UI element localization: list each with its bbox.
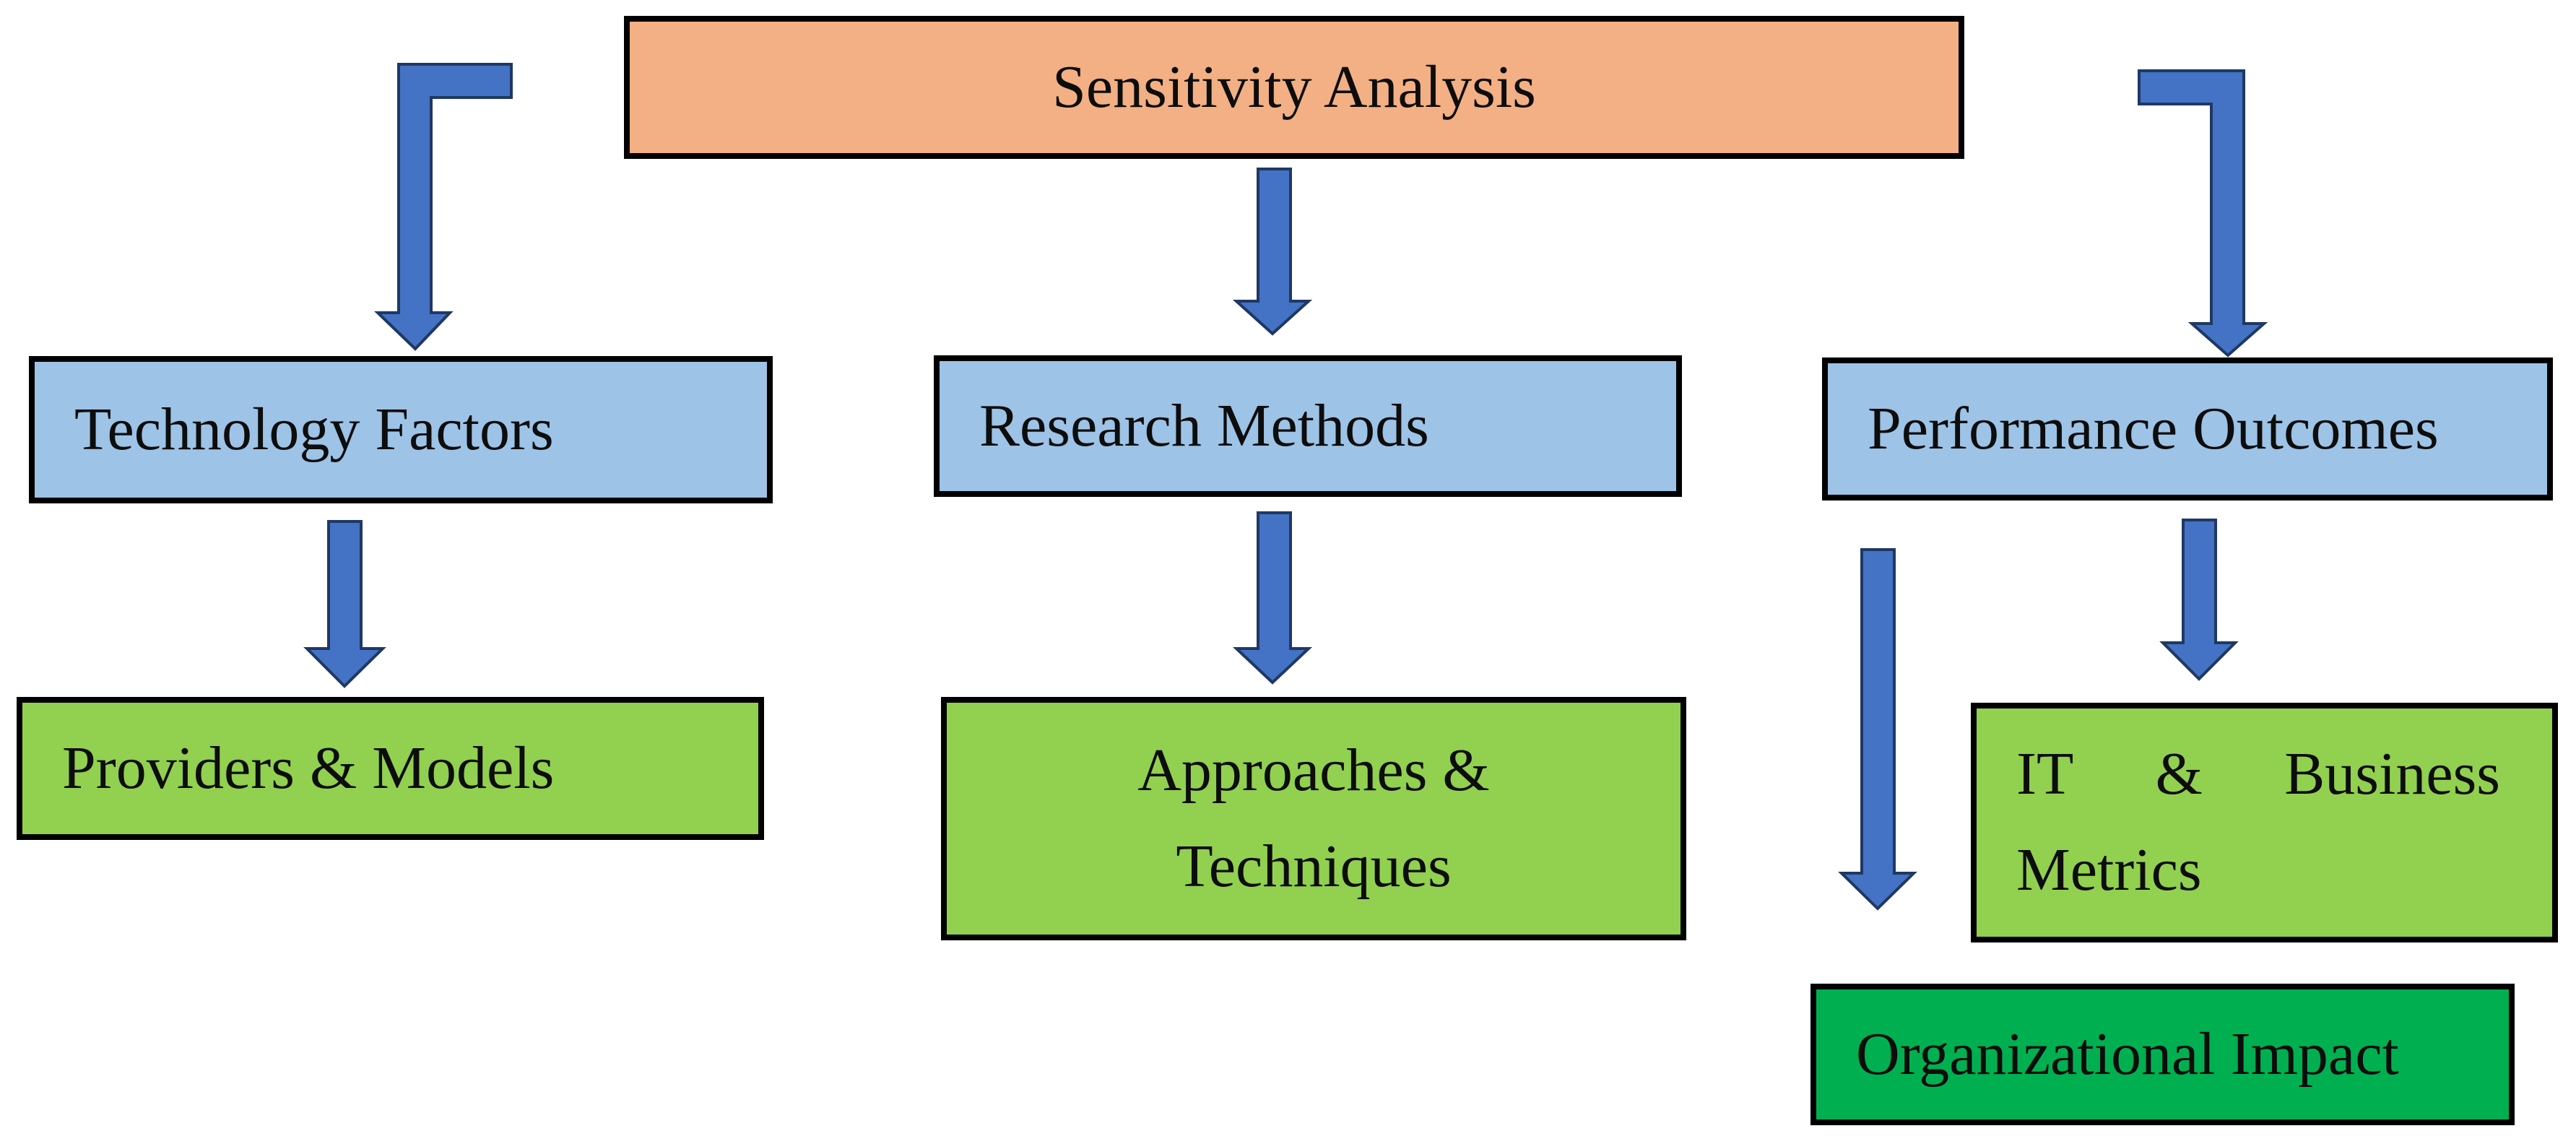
node-research-methods-label: Research Methods <box>979 391 1429 459</box>
node-providers-models: Providers & Models <box>17 697 764 840</box>
node-approaches-line2: Techniques <box>1176 832 1452 900</box>
node-sensitivity-analysis-label: Sensitivity Analysis <box>1052 53 1536 121</box>
node-it-metrics-line1: IT & Business <box>2016 727 2500 823</box>
node-organizational-impact: Organizational Impact <box>1810 984 2515 1125</box>
node-sensitivity-analysis: Sensitivity Analysis <box>624 16 1964 159</box>
arrow-elbow-to-performance <box>2138 69 2268 358</box>
arrow-technology-to-providers <box>303 520 386 688</box>
node-it-metrics-word-business: Business <box>2284 740 2500 808</box>
arrow-performance-to-organizational <box>1838 548 1917 911</box>
node-it-business-metrics: IT & Business Metrics <box>1971 703 2558 942</box>
node-research-methods: Research Methods <box>934 355 1682 497</box>
arrow-research-to-approaches <box>1232 511 1313 685</box>
arrow-elbow-to-technology <box>374 63 513 351</box>
node-approaches-line1: Approaches & <box>1137 736 1490 804</box>
node-technology-factors-label: Technology Factors <box>74 395 554 463</box>
node-providers-models-label: Providers & Models <box>62 734 555 802</box>
node-organizational-impact-label: Organizational Impact <box>1856 1020 2399 1088</box>
node-technology-factors: Technology Factors <box>29 356 773 503</box>
node-it-metrics-word-amp: & <box>2155 740 2203 808</box>
arrow-performance-to-itmetrics <box>2159 519 2239 681</box>
node-it-metrics-line2: Metrics <box>2016 836 2202 904</box>
node-performance-outcomes-label: Performance Outcomes <box>1868 394 2439 462</box>
arrow-title-to-research <box>1232 168 1313 336</box>
node-approaches-techniques: Approaches & Techniques <box>941 697 1686 940</box>
node-performance-outcomes: Performance Outcomes <box>1822 358 2553 500</box>
node-it-metrics-word-it: IT <box>2016 740 2074 808</box>
